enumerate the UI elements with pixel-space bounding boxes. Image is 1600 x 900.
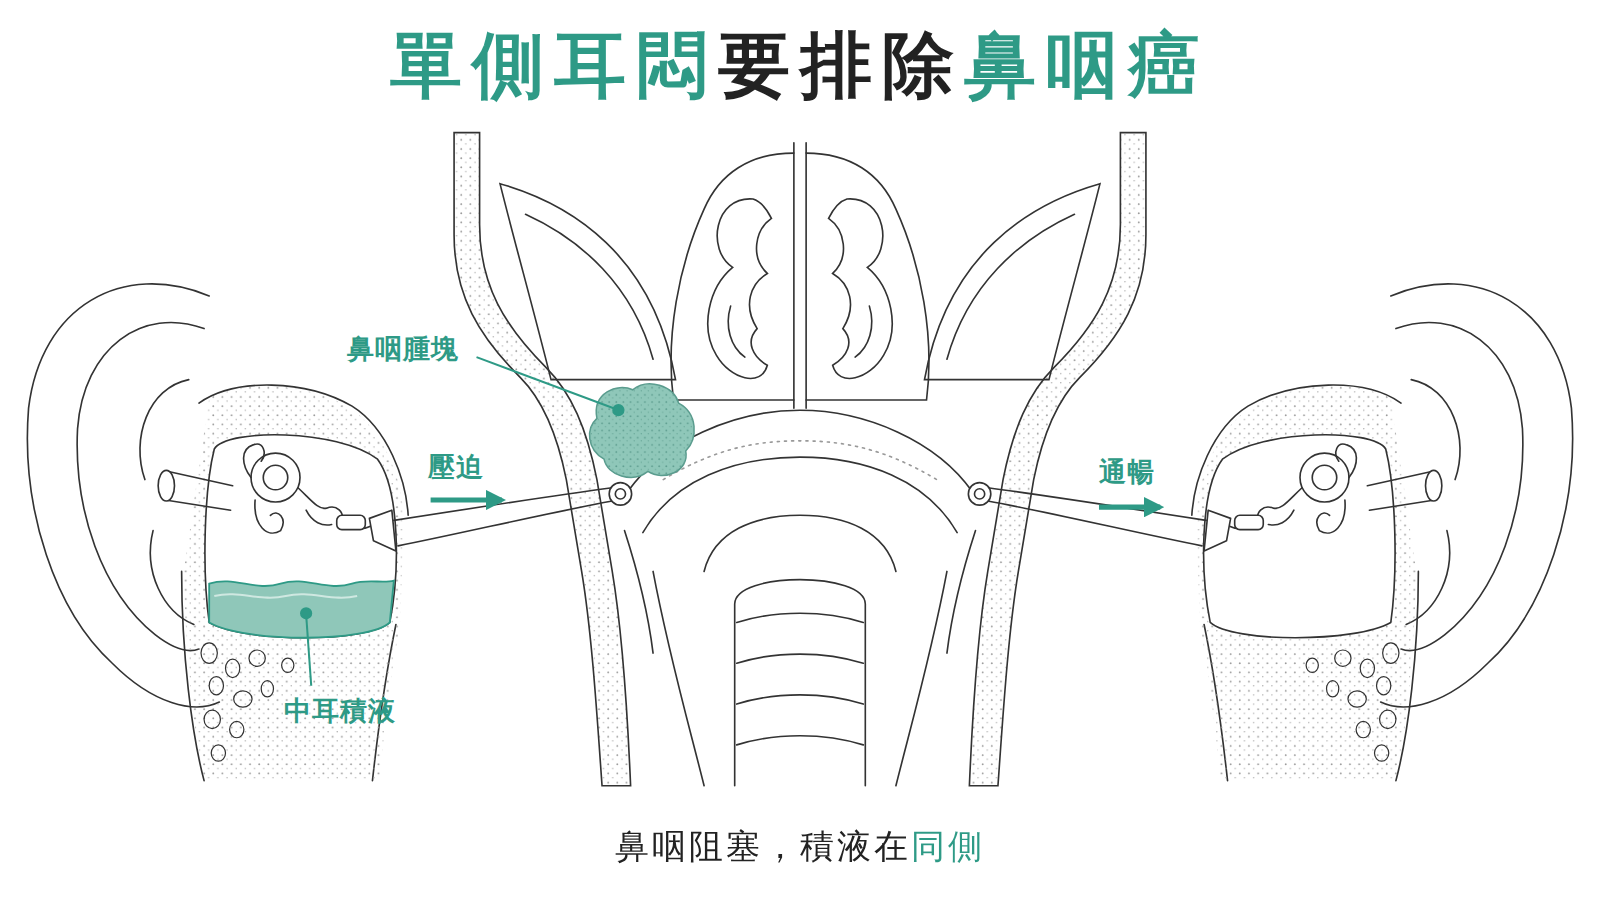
callout-label: 壓迫 [428, 451, 484, 483]
callout-label: 通暢 [1099, 456, 1155, 488]
callout-label: 中耳積液 [284, 695, 396, 727]
callout-label: 鼻咽腫塊 [347, 333, 459, 365]
caption: 鼻咽阻塞，積液在同側 [615, 826, 985, 867]
title: 單側耳悶要排除鼻咽癌 [390, 22, 1210, 108]
